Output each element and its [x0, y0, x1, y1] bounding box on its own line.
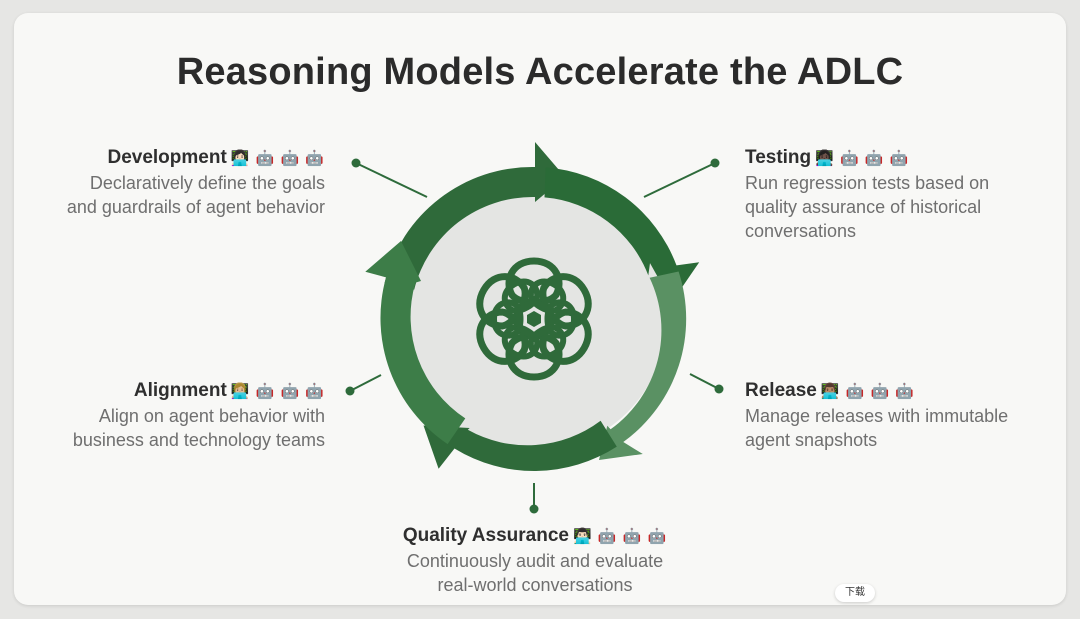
cycle-arrow-alignment [365, 241, 466, 445]
stage-development: Development👩🏻‍💻 🤖 🤖 🤖 Declaratively defi… [14, 146, 325, 219]
stage-alignment-name: Alignment [133, 380, 227, 401]
download-badge[interactable]: 下载 [835, 584, 875, 602]
connector-release [689, 373, 720, 390]
stage-development-description: Declaratively define the goals and guard… [66, 173, 325, 217]
connector-dot-testing [710, 158, 720, 168]
stage-testing-heading: Testing👩🏿‍💻 🤖 🤖 🤖 [745, 146, 1055, 171]
stage-quality-name: Quality Assurance [402, 525, 569, 546]
stage-release: Release👨🏽‍💻 🤖 🤖 🤖 Manage releases with i… [745, 379, 1055, 452]
stage-testing-name: Testing [745, 147, 812, 168]
stage-release-name: Release [745, 380, 817, 401]
stage-alignment: Alignment👩🏼‍💻 🤖 🤖 🤖 Align on agent behav… [14, 379, 325, 452]
logo-ring [515, 300, 553, 338]
stage-development-name: Development [107, 147, 227, 168]
connector-lines [345, 158, 724, 514]
qa-engineer-and-robots-icon: 👨🏻‍💻 🤖 🤖 🤖 [572, 528, 668, 545]
release-engineer-and-robots-icon: 👨🏽‍💻 🤖 🤖 🤖 [820, 383, 916, 400]
adlc-cycle-diagram [345, 142, 724, 514]
logo-hexagon [527, 311, 541, 327]
cycle-arrow-quality [423, 420, 617, 472]
connector-dot-alignment [345, 386, 355, 396]
connector-alignment [349, 374, 382, 392]
stage-alignment-description: Align on agent behavior with business an… [72, 406, 325, 450]
flower-logo-icon [476, 257, 592, 381]
stage-testing-description: Run regression tests based on quality as… [745, 173, 990, 241]
tester-and-robots-icon: 👩🏿‍💻 🤖 🤖 🤖 [815, 150, 910, 167]
stage-release-description: Manage releases with immutable agent sna… [745, 406, 1009, 450]
cycle-arrow-development [384, 142, 565, 290]
stage-quality-description: Continuously audit and evaluate real-wor… [406, 551, 664, 595]
cycle-arrow-release [599, 271, 687, 460]
stage-release-heading: Release👨🏽‍💻 🤖 🤖 🤖 [745, 379, 1055, 404]
connector-dot-development [351, 158, 361, 168]
cycle-ring [365, 142, 700, 472]
connector-development [355, 162, 428, 198]
slide: Reasoning Models Accelerate the ADLC [14, 13, 1066, 605]
cycle-arrow-testing [544, 167, 700, 303]
team-member-and-robots-icon: 👩🏼‍💻 🤖 🤖 🤖 [230, 383, 325, 400]
connector-testing [643, 162, 716, 198]
slide-title: Reasoning Models Accelerate the ADLC [176, 51, 904, 93]
developer-and-robots-icon: 👩🏻‍💻 🤖 🤖 🤖 [230, 150, 325, 167]
connector-dot-quality [529, 504, 539, 514]
stage-quality-assurance: Quality Assurance👨🏻‍💻 🤖 🤖 🤖 Continuously… [330, 524, 740, 597]
connector-dot-release [714, 384, 724, 394]
stage-testing: Testing👩🏿‍💻 🤖 🤖 🤖 Run regression tests b… [745, 146, 1055, 243]
stage-quality-heading: Quality Assurance👨🏻‍💻 🤖 🤖 🤖 [330, 524, 740, 549]
stage-development-heading: Development👩🏻‍💻 🤖 🤖 🤖 [14, 146, 325, 171]
stage-alignment-heading: Alignment👩🏼‍💻 🤖 🤖 🤖 [14, 379, 325, 404]
